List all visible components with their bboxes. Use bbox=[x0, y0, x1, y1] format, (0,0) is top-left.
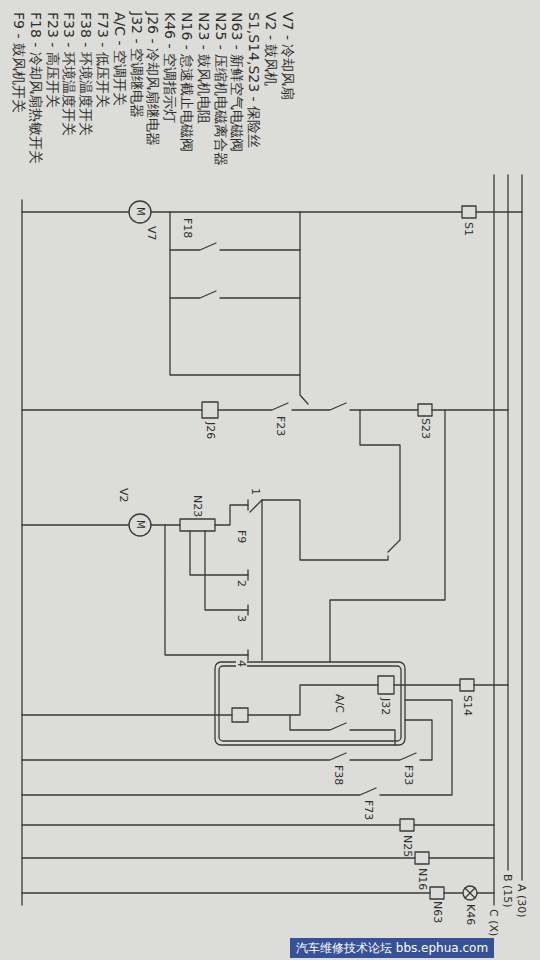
component-label: K46 bbox=[465, 904, 476, 925]
switch-symbol bbox=[250, 500, 262, 660]
component-label: J26 bbox=[205, 422, 216, 439]
relay-coil bbox=[232, 708, 248, 722]
relay-coil bbox=[202, 402, 218, 418]
component-label: N23 bbox=[192, 495, 203, 517]
component-label: F9 bbox=[236, 530, 247, 543]
legend-text: N23 - 鼓风机电阻 bbox=[197, 12, 211, 124]
wire bbox=[170, 212, 300, 375]
fuse-symbol bbox=[462, 206, 476, 218]
legend-text: F73 - 低压开关 bbox=[96, 12, 110, 108]
component-label: F18 bbox=[182, 218, 193, 238]
legend-text: N63 - 新鲜空气电磁阀 bbox=[230, 12, 244, 152]
fuse-symbol bbox=[460, 679, 474, 691]
lamp-symbol bbox=[465, 888, 475, 898]
pin-number: 2 bbox=[236, 580, 247, 587]
bus-label: C (X) bbox=[488, 909, 499, 936]
component-label: J32 bbox=[380, 698, 391, 715]
bus-line bbox=[493, 175, 494, 905]
legend-text: V7 - 冷却风扇 bbox=[281, 12, 295, 100]
switch-symbol bbox=[170, 291, 300, 298]
resistor-symbol bbox=[180, 519, 215, 531]
component-label: A/C bbox=[334, 694, 345, 713]
legend-text: F33 - 环境温度开关 bbox=[62, 12, 76, 136]
component-label: V2 bbox=[118, 488, 129, 503]
legend-text: F18 - 冷却风扇热敏开关 bbox=[29, 12, 43, 164]
component-label: N16 bbox=[417, 868, 428, 890]
bus-line bbox=[507, 175, 508, 870]
legend-text: J26 - 冷却风扇继电器 bbox=[146, 12, 160, 146]
wire bbox=[165, 505, 248, 655]
motor-mark: M bbox=[135, 520, 145, 529]
fuse-symbol bbox=[418, 404, 432, 416]
fuse-label: S14 bbox=[462, 695, 473, 716]
solenoid-symbol bbox=[400, 819, 414, 831]
wire bbox=[394, 684, 508, 685]
bus-label: A (30) bbox=[516, 884, 527, 918]
relay-frame bbox=[215, 662, 405, 745]
motor-symbol bbox=[129, 201, 151, 223]
legend-text: F23 - 高压开关 bbox=[46, 12, 60, 108]
pin-number: 1 bbox=[250, 488, 261, 495]
wire bbox=[22, 824, 494, 825]
bus-line bbox=[521, 175, 522, 880]
watermark: 汽车维修技术论坛 bbs.ephua.com bbox=[290, 938, 494, 958]
switch-symbol bbox=[290, 715, 395, 745]
switch-symbol bbox=[22, 720, 432, 760]
component-label: N25 bbox=[402, 835, 413, 857]
legend-text: V2 - 鼓风机 bbox=[264, 12, 278, 86]
wire bbox=[22, 892, 494, 893]
legend-text: F9 - 鼓风机开关 bbox=[12, 12, 26, 113]
relay-coil bbox=[378, 676, 394, 694]
wire bbox=[22, 857, 494, 858]
bus-label: B (15) bbox=[502, 874, 513, 908]
pin-number: 4 bbox=[236, 660, 247, 667]
switch-symbol bbox=[170, 243, 300, 250]
legend-text: A/C - 空调开关 bbox=[113, 12, 127, 106]
solenoid-symbol bbox=[430, 887, 444, 899]
wire bbox=[22, 685, 378, 715]
wire bbox=[22, 211, 522, 212]
fuse-label: S23 bbox=[420, 418, 431, 439]
legend-text: F38 - 环境温度开关 bbox=[79, 12, 93, 136]
solenoid-symbol bbox=[415, 852, 429, 864]
motor-symbol bbox=[129, 514, 151, 536]
component-label: N63 bbox=[432, 901, 443, 923]
switch-contact bbox=[247, 500, 248, 660]
component-label: F38 bbox=[333, 765, 344, 785]
motor-mark: M bbox=[135, 207, 145, 216]
ground-rail bbox=[21, 200, 22, 905]
legend-text: N25 - 压缩机电磁离合器 bbox=[214, 12, 228, 166]
fuse-label: S1 bbox=[463, 222, 474, 236]
lamp-symbol bbox=[463, 886, 477, 900]
legend-text: K46 - 空调指示灯 bbox=[163, 12, 177, 123]
component-label: F23 bbox=[275, 416, 286, 436]
relay-contact bbox=[300, 212, 308, 404]
wire bbox=[22, 524, 180, 525]
component-label: F33 bbox=[403, 765, 414, 785]
component-label: V7 bbox=[146, 226, 157, 241]
component-label: F73 bbox=[363, 800, 374, 820]
legend-text: J32 - 空调继电器 bbox=[130, 12, 144, 118]
wire bbox=[22, 403, 508, 410]
wire bbox=[330, 410, 445, 662]
legend-text: S1,S14,S23 - 保险丝 bbox=[247, 12, 261, 148]
wire bbox=[262, 410, 400, 560]
pin-number: 3 bbox=[236, 615, 247, 622]
legend-text: N16 - 怠速截止电磁阀 bbox=[180, 12, 194, 152]
